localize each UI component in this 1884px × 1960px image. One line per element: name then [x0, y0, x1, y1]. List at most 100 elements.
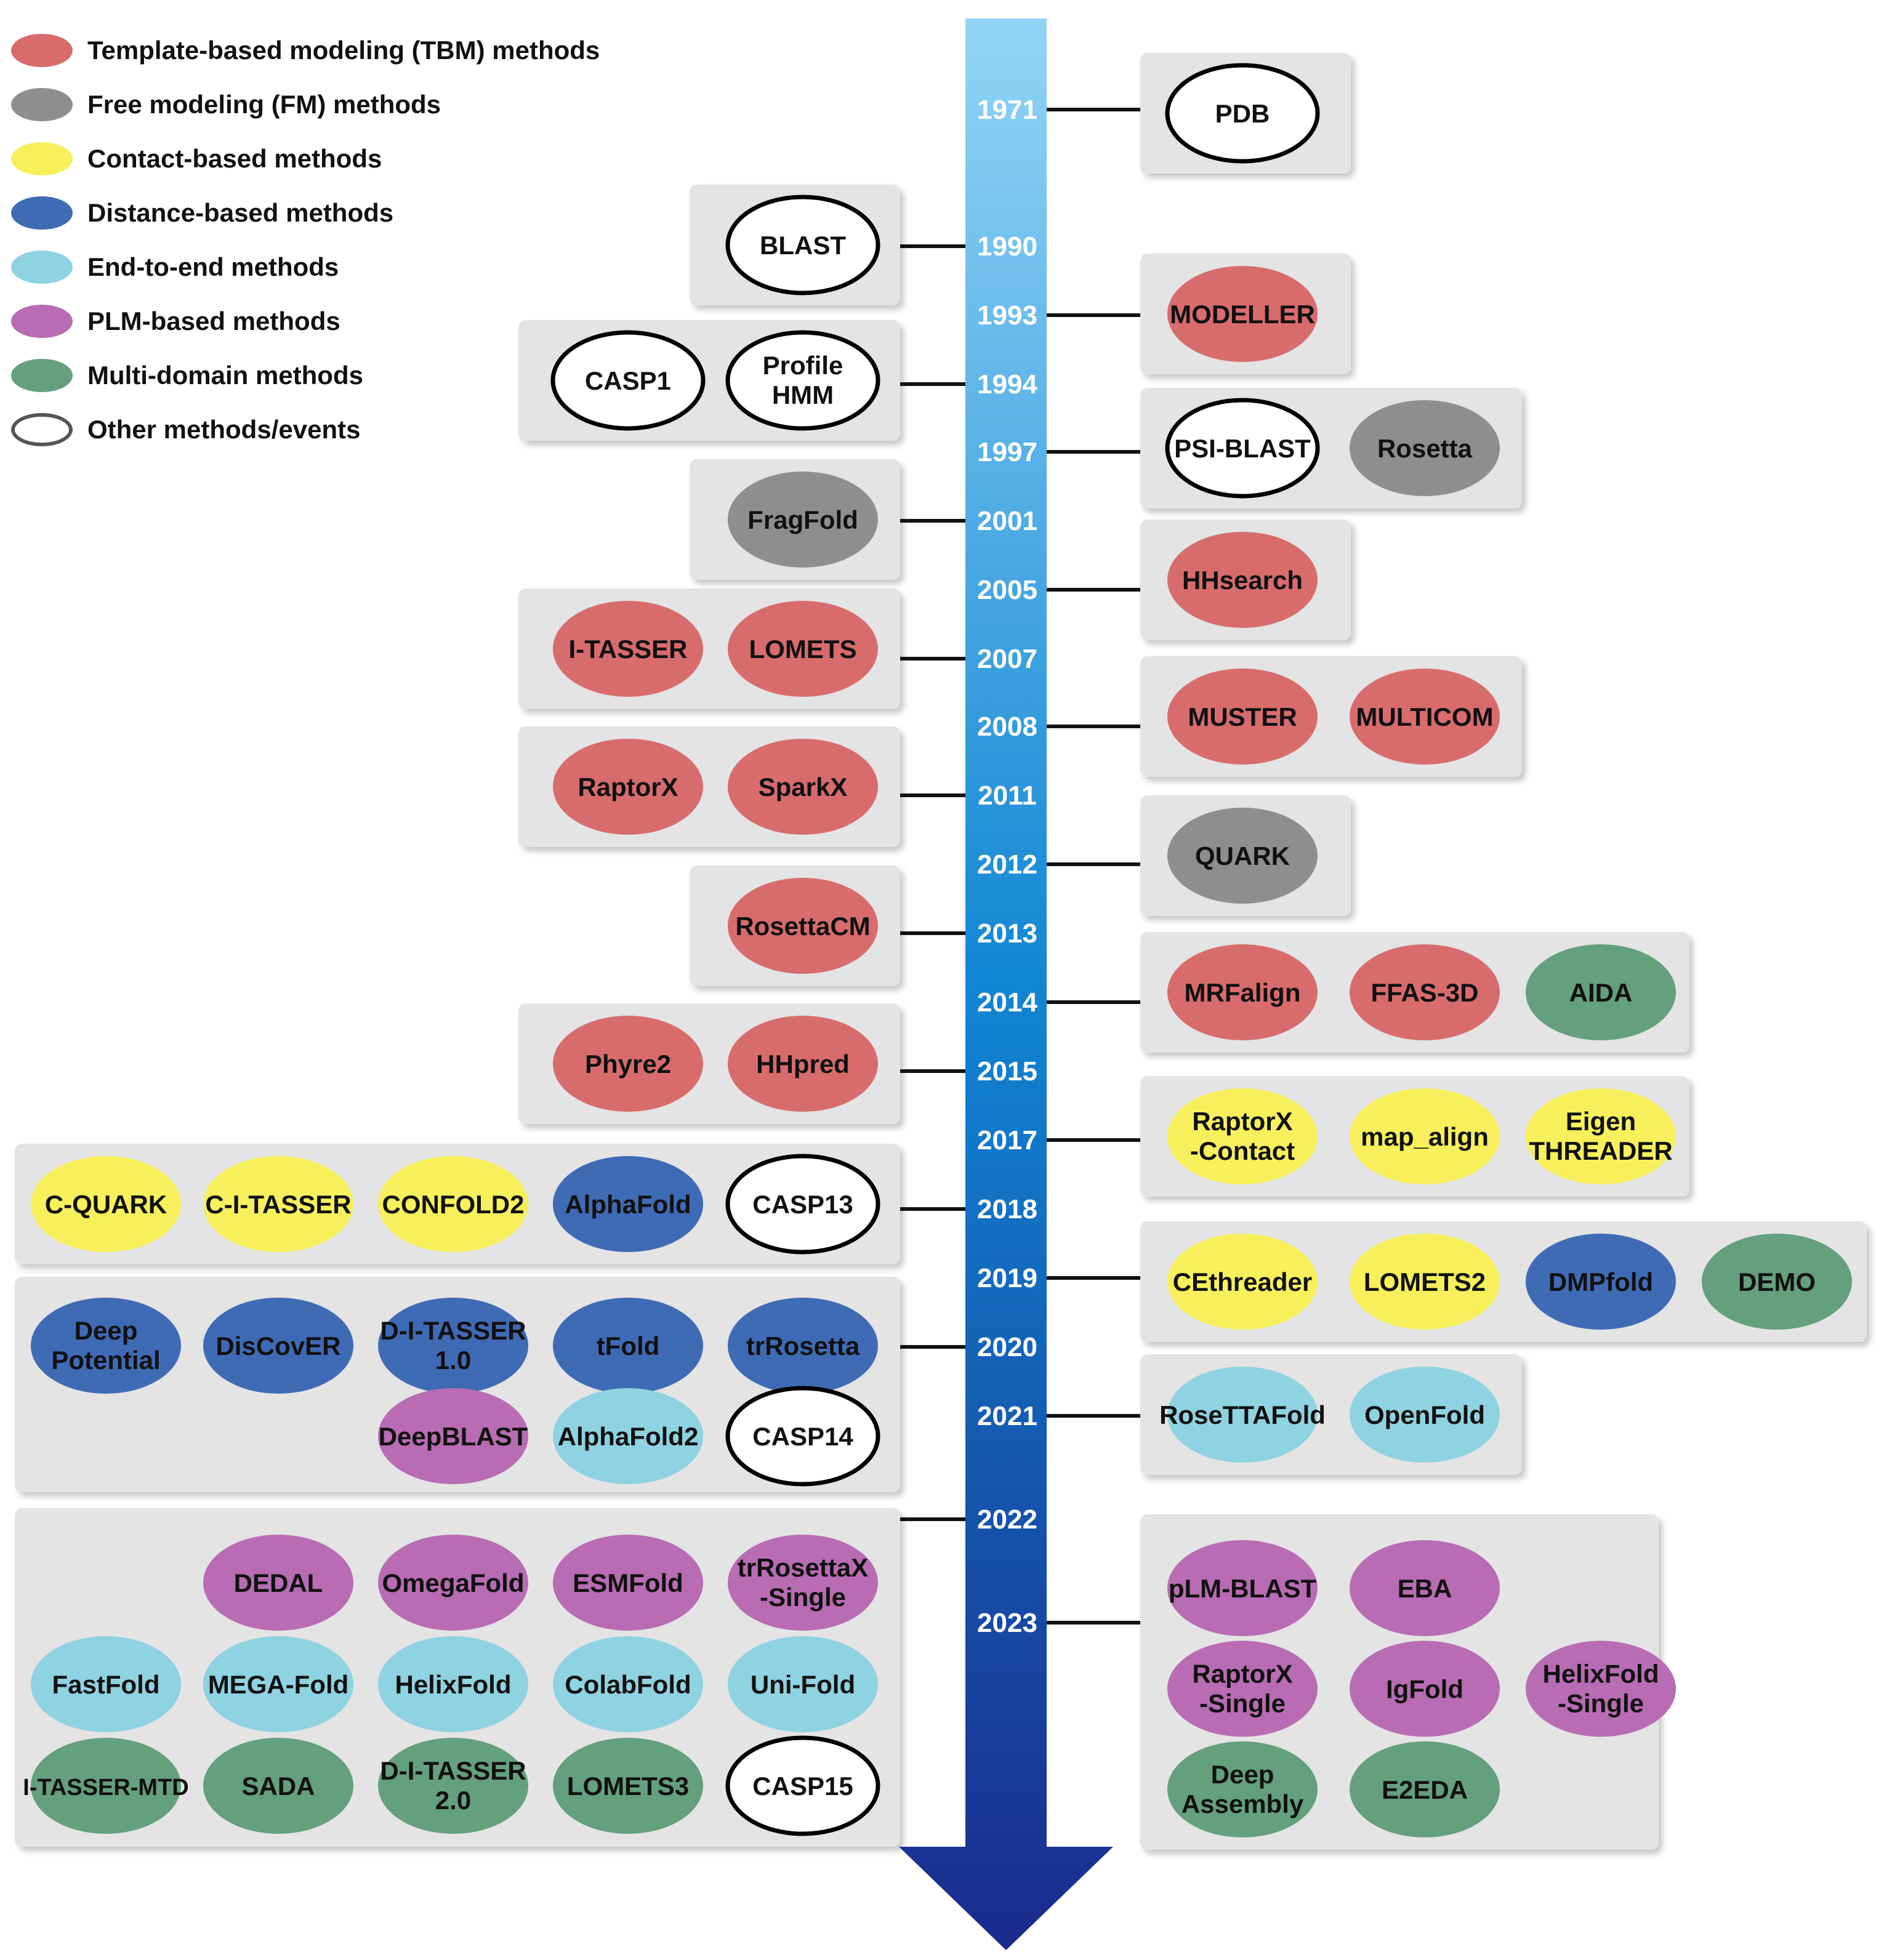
node-label: I-TASSER-MTD [23, 1775, 189, 1801]
method-node-hhsearch: HHsearch [1167, 532, 1318, 628]
year-label-2005: 2005 [977, 575, 1037, 605]
legend-label: Other methods/events [87, 415, 361, 444]
method-node-c-i-tasser: C-I-TASSER [203, 1156, 353, 1252]
method-node-psi-blast: PSI-BLAST [1165, 398, 1320, 499]
node-ellipse [553, 1298, 703, 1394]
node-ellipse [203, 1298, 353, 1394]
node-label: BLAST [760, 231, 846, 260]
node-label: MODELLER [1170, 300, 1315, 329]
method-node-trrosettax-single: trRosettaX-Single [728, 1535, 878, 1631]
node-label: DEDAL [234, 1568, 323, 1597]
year-label-2015: 2015 [977, 1056, 1037, 1086]
legend-swatch-other [11, 413, 73, 446]
year-label-2017: 2017 [977, 1125, 1037, 1155]
node-label: E2EDA [1382, 1775, 1468, 1804]
node-ellipse [728, 878, 878, 974]
legend-label: Distance-based methods [87, 198, 394, 227]
node-ellipse [728, 1636, 878, 1732]
year-label-2014: 2014 [977, 987, 1037, 1018]
node-ellipse [378, 1535, 528, 1631]
node-label: HHpred [756, 1050, 850, 1078]
node-label: FFAS-3D [1371, 978, 1478, 1007]
node-label: RaptorX-Contact [1190, 1107, 1295, 1165]
method-node-pdb: PDB [1165, 63, 1320, 164]
node-label: CASP13 [752, 1190, 853, 1219]
node-label: RosettaCM [735, 912, 870, 941]
node-label: QUARK [1195, 841, 1290, 870]
node-ellipse [378, 1156, 528, 1252]
legend-swatch-contact [11, 142, 73, 175]
node-label: FragFold [747, 505, 858, 534]
method-node-raptorx-contact: RaptorX-Contact [1167, 1088, 1318, 1184]
node-ellipse [378, 1636, 528, 1732]
node-label: MULTICOM [1356, 702, 1493, 731]
node-label: IgFold [1386, 1674, 1463, 1703]
method-node-rosettacm: RosettaCM [728, 878, 878, 974]
method-node-multicom: MULTICOM [1350, 669, 1500, 765]
method-node-demo: DEMO [1702, 1234, 1852, 1330]
method-node-deepblast: DeepBLAST [378, 1388, 528, 1484]
group-box-2019 [1140, 1221, 1867, 1342]
node-label: PSI-BLAST [1174, 434, 1311, 463]
node-ellipse [725, 1154, 880, 1255]
legend-label: Free modeling (FM) methods [87, 90, 441, 119]
year-label-2020: 2020 [977, 1332, 1037, 1362]
method-node-casp15: CASP15 [725, 1735, 880, 1836]
year-label-2008: 2008 [977, 712, 1037, 742]
method-node-phyre2: Phyre2 [553, 1016, 703, 1112]
node-ellipse [553, 1636, 703, 1732]
method-node-alphafold2: AlphaFold2 [553, 1388, 703, 1484]
node-ellipse [553, 739, 703, 835]
method-node-blast: BLAST [725, 195, 880, 295]
node-ellipse [553, 1535, 703, 1631]
node-ellipse [1167, 944, 1318, 1040]
method-node-raptorx-single: RaptorX-Single [1167, 1641, 1318, 1737]
node-label: tFold [597, 1331, 660, 1360]
legend-label: Template-based modeling (TBM) methods [87, 36, 600, 65]
node-ellipse [1350, 944, 1500, 1040]
method-node-casp13: CASP13 [725, 1154, 880, 1255]
method-node-rosetta: Rosetta [1350, 400, 1500, 496]
node-label: LOMETS2 [1364, 1267, 1486, 1296]
method-node-uni-fold: Uni-Fold [728, 1636, 878, 1732]
node-label: Rosetta [1377, 434, 1473, 463]
method-node-casp1: CASP1 [550, 330, 706, 431]
year-label-2018: 2018 [977, 1194, 1037, 1224]
node-label: map_align [1361, 1122, 1489, 1151]
method-node-trrosetta: trRosetta [728, 1298, 878, 1394]
method-node-plm-blast: pLM-BLAST [1167, 1540, 1318, 1636]
legend-swatch-multi [11, 359, 73, 392]
node-label: MEGA-Fold [208, 1670, 349, 1699]
node-label: CASP15 [752, 1772, 853, 1801]
node-ellipse [728, 1535, 878, 1631]
node-ellipse [1526, 1088, 1676, 1184]
node-ellipse [1350, 1741, 1500, 1837]
node-label: HelixFold-Single [1542, 1659, 1659, 1717]
year-label-2007: 2007 [977, 644, 1037, 674]
node-ellipse [1350, 1540, 1500, 1636]
node-ellipse [203, 1535, 353, 1631]
node-ellipse [553, 1156, 703, 1252]
node-ellipse [31, 1738, 181, 1834]
method-node-muster: MUSTER [1167, 669, 1318, 765]
node-ellipse [1167, 1641, 1318, 1737]
node-ellipse [728, 472, 878, 568]
method-node-sada: SADA [203, 1738, 353, 1834]
node-ellipse [31, 1298, 181, 1394]
node-label: C-QUARK [45, 1190, 167, 1219]
node-label: trRosetta [746, 1331, 860, 1360]
legend-swatch-plm [11, 305, 73, 338]
node-label: DisCovER [215, 1331, 340, 1360]
method-node-dmpfold: DMPfold [1526, 1234, 1676, 1330]
method-node-casp14: CASP14 [725, 1386, 880, 1487]
node-label: LOMETS [749, 635, 857, 664]
node-label: AlphaFold [565, 1190, 691, 1219]
method-node-fragfold: FragFold [728, 472, 878, 568]
year-label-1994: 1994 [977, 369, 1037, 400]
node-label: CONFOLD2 [382, 1190, 525, 1219]
